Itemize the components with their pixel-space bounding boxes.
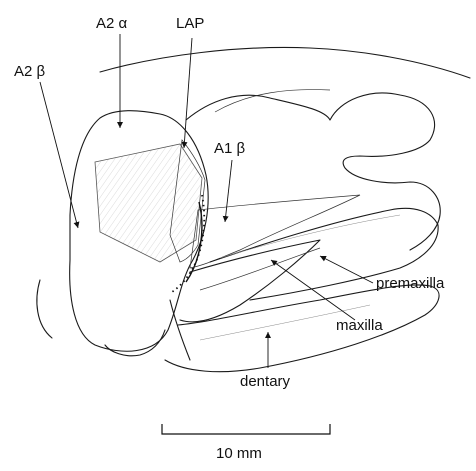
dorsal-head-outline bbox=[100, 47, 470, 78]
arrow-premaxilla bbox=[320, 256, 373, 283]
scale-bar bbox=[162, 424, 330, 434]
maxilla-bone bbox=[180, 240, 320, 322]
snout-upper-outline bbox=[186, 93, 440, 250]
opercular-edge-line bbox=[37, 280, 52, 338]
dentary-bone bbox=[165, 285, 439, 372]
label-lap: LAP bbox=[176, 16, 204, 31]
label-a2-alpha: A2 α bbox=[96, 16, 127, 31]
label-dentary: dentary bbox=[240, 374, 290, 389]
label-a2-beta: A2 β bbox=[14, 64, 45, 79]
label-maxilla: maxilla bbox=[336, 318, 383, 333]
arrow-a1-beta bbox=[225, 160, 232, 222]
scale-bar-label: 10 mm bbox=[216, 446, 262, 461]
a2-alpha-muscle bbox=[95, 144, 202, 262]
arrow-maxilla bbox=[271, 260, 355, 320]
a1-beta-muscle bbox=[190, 195, 360, 268]
maxilla-stripe-line bbox=[200, 248, 320, 290]
arrow-a2-beta bbox=[40, 82, 78, 228]
jaw-joint-ligament bbox=[170, 300, 190, 360]
label-a1-beta: A1 β bbox=[214, 141, 245, 156]
label-premaxilla: premaxilla bbox=[376, 276, 444, 291]
